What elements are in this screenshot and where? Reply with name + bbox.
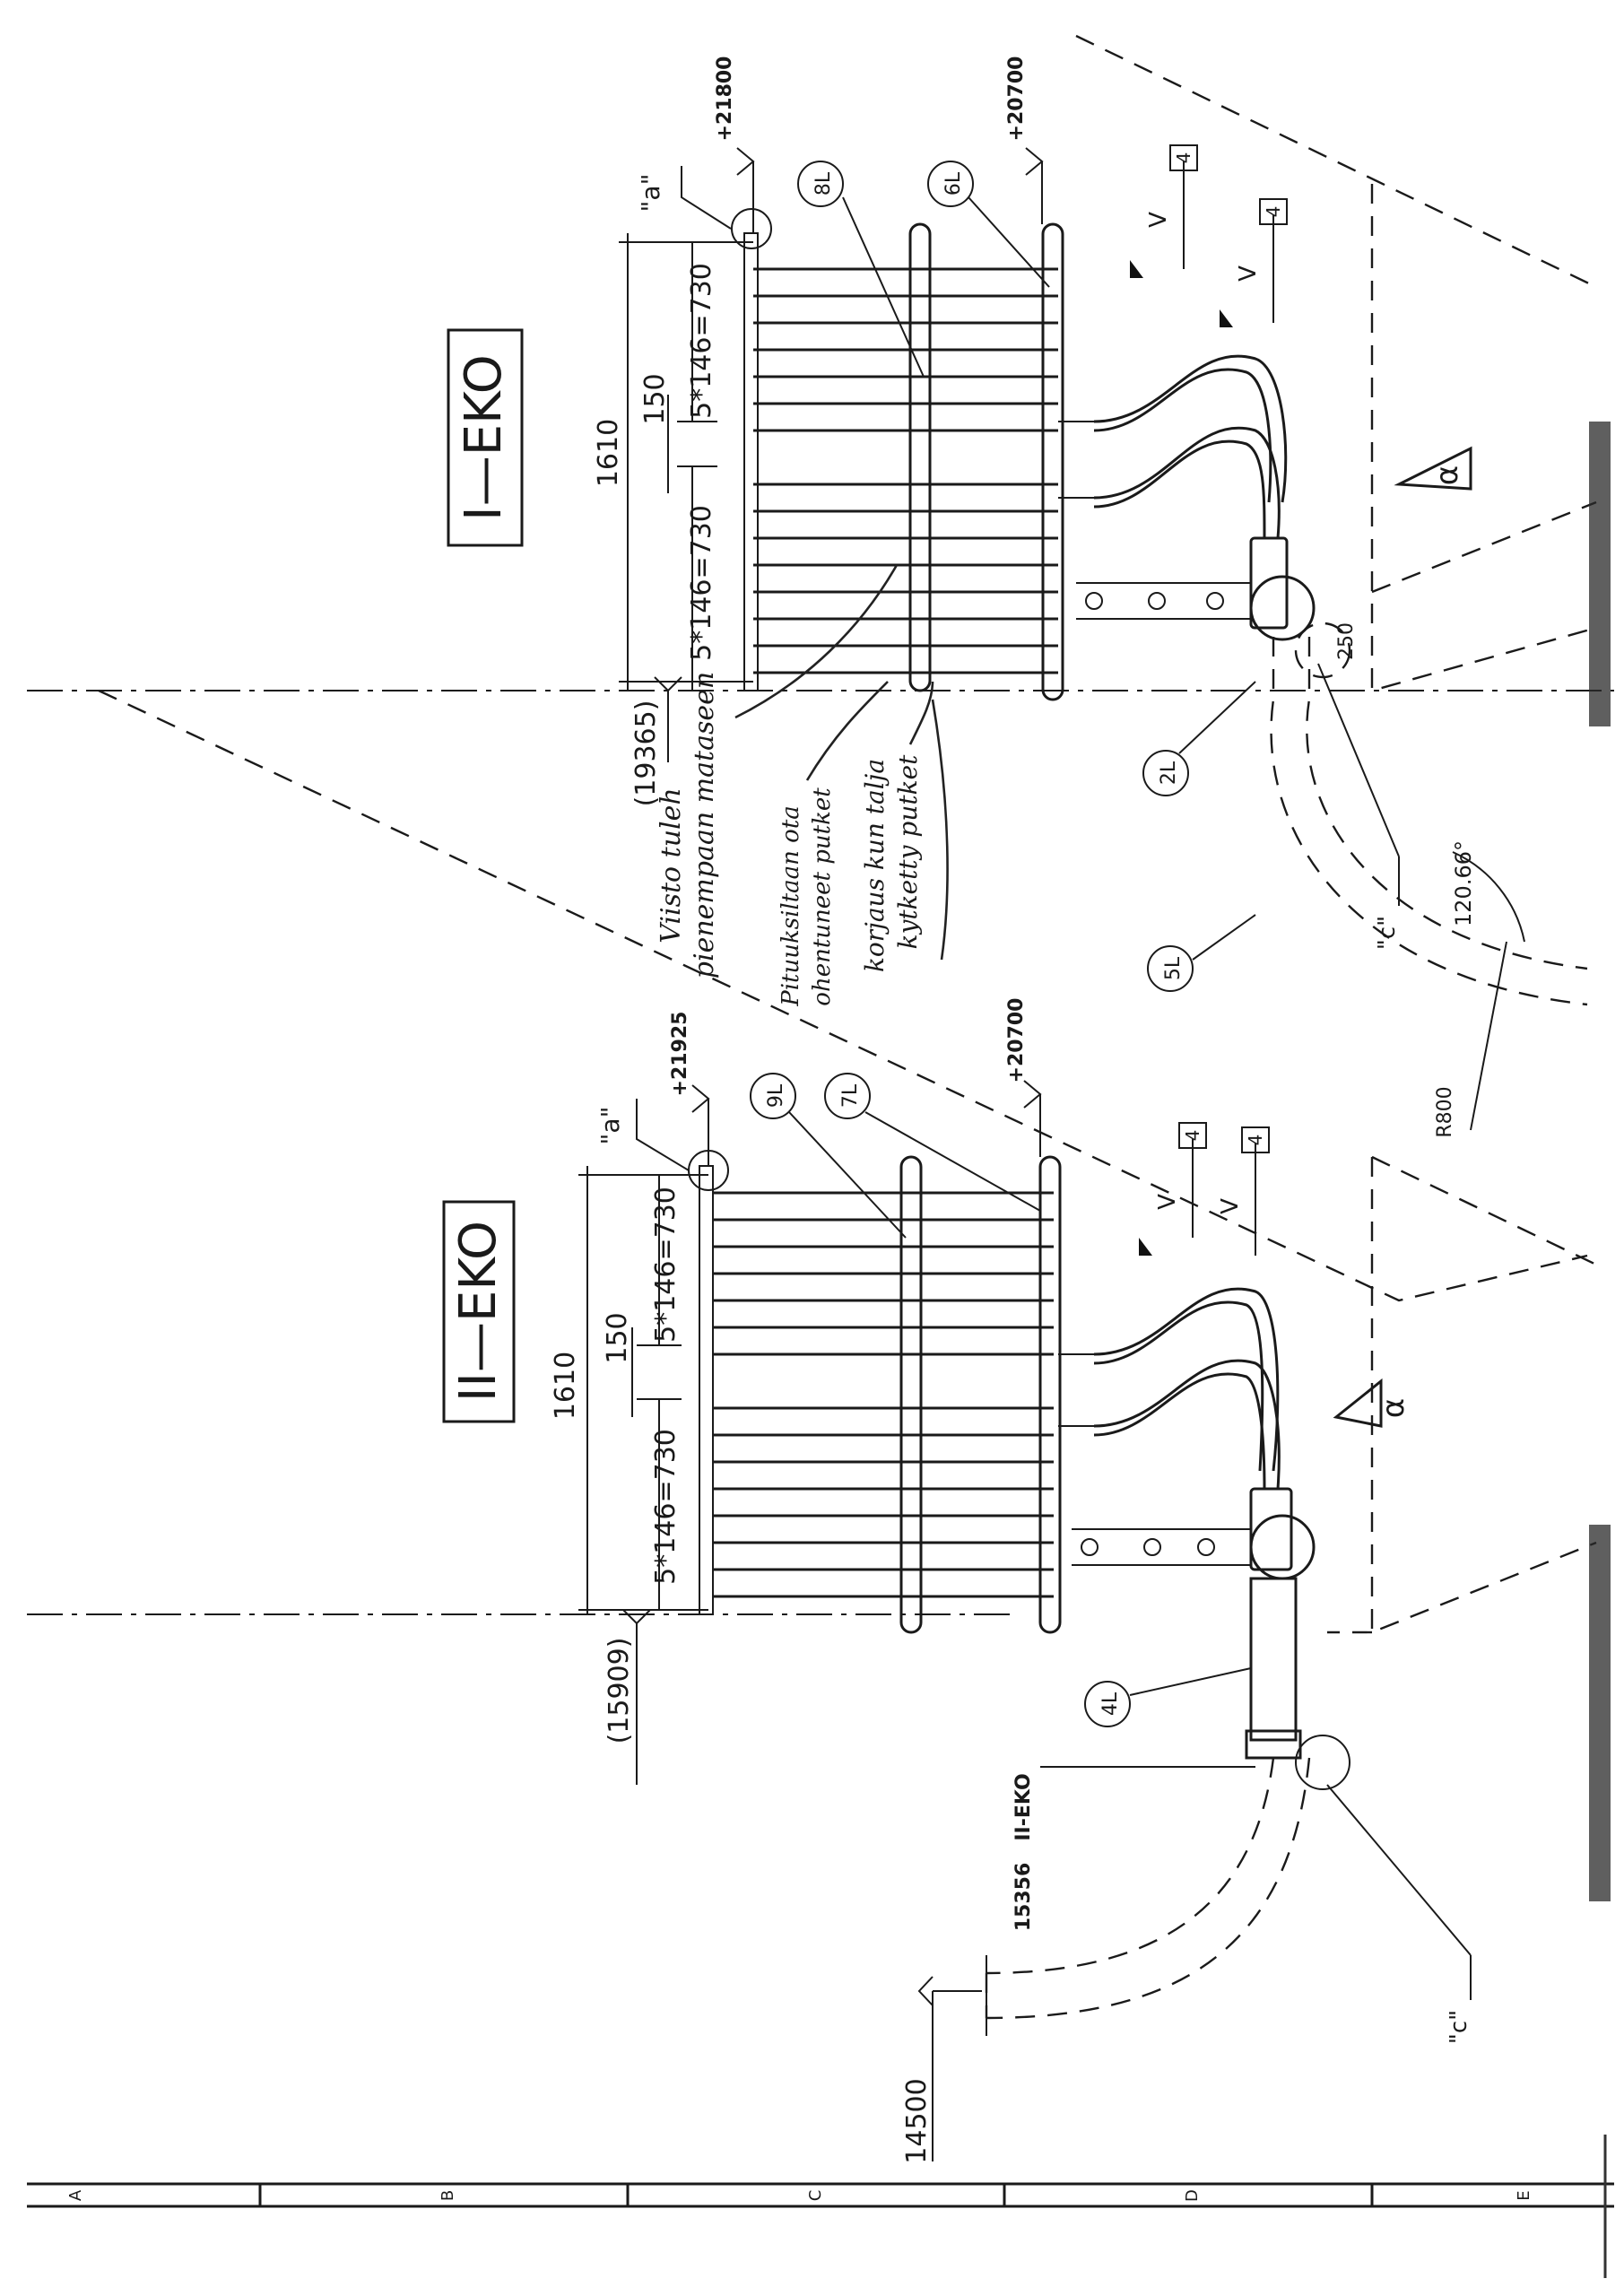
i-eko-slope-label: α <box>1429 465 1465 485</box>
i-eko-weld-mark-1-size: 4 <box>1173 152 1194 164</box>
ii-eko-weld-mark-1-v: V <box>1154 1194 1181 1210</box>
handwritten-note-1-line2: pienempaan mataseen <box>689 672 720 978</box>
handwritten-note-3: korjaus kun talja kytketty putket <box>860 681 949 972</box>
zone-strip: A B C D E <box>27 2182 1614 2208</box>
handwritten-note-1-line1: Viisto tuleh <box>656 787 687 943</box>
i-eko-part-6l-label: 6L <box>942 171 965 196</box>
handwritten-note-3-line2: kytketty putket <box>893 754 923 950</box>
handwritten-note-1: Viisto tuleh pienempaan mataseen <box>656 564 899 978</box>
ii-eko-inlet-pipe <box>985 1577 1350 2036</box>
ii-eko-detail-a-label: "a" <box>595 1107 625 1145</box>
i-eko-view: I—EKO 1610 5*146=730 150 5*146=730 <box>447 57 1588 1138</box>
ii-eko-weld-mark-2-size: 4 <box>1245 1135 1266 1146</box>
handwritten-note-2-line2: ohentuneet putket <box>809 787 836 1006</box>
scan-edge <box>1589 422 1611 2278</box>
i-eko-part-8l-label: 8L <box>812 171 835 196</box>
ii-eko-dim-left: 5*146=730 <box>650 1429 682 1585</box>
i-eko-detail-c: "c" <box>1317 663 1401 950</box>
i-eko-part-8l: 8L <box>797 161 925 378</box>
handwritten-note-2-line1: Pituuksiltaan ota <box>777 805 804 1007</box>
i-eko-elevations: +21800 +20700 (19365) <box>630 57 1044 807</box>
ii-eko-elev-top: +21925 <box>669 1012 691 1097</box>
ii-eko-part-9l-label: 9L <box>765 1083 787 1108</box>
ii-eko-slope-label: α <box>1376 1398 1411 1418</box>
ii-eko-title: II—EKO <box>449 1221 508 1402</box>
ii-eko-elevations: +21925 +20700 (15909) 15356 II-EKO 14500 <box>604 998 1255 2164</box>
i-eko-part-2l-label: 2L <box>1158 761 1180 785</box>
i-eko-part-5l: 5L <box>1147 914 1256 992</box>
handwritten-note-2: Pituuksiltaan ota ohentuneet putket <box>777 681 889 1007</box>
i-eko-tube-bank <box>743 222 1094 701</box>
i-eko-detail-c-label: "c" <box>1374 916 1401 950</box>
ii-eko-detail-c: "c" <box>1326 1784 1472 2044</box>
handwritten-note-3-line1: korjaus kun talja <box>860 759 890 972</box>
ii-eko-riser-pipes <box>1072 1287 1316 1580</box>
i-eko-detail-a-label: "a" <box>636 174 665 213</box>
i-eko-ref-elev: (19365) <box>630 700 662 807</box>
ii-eko-weld-mark-1: V 4 <box>1139 1122 1207 1256</box>
i-eko-title-box <box>447 328 524 547</box>
i-eko-elev-bottom: +20700 <box>1005 57 1028 142</box>
ii-eko-weld-mark-2: V 4 <box>1217 1126 1270 1256</box>
i-eko-dimensions: 1610 5*146=730 150 5*146=730 <box>593 233 753 691</box>
ii-eko-weld-mark-1-size: 4 <box>1182 1130 1203 1142</box>
i-eko-weld-mark-2-size: 4 <box>1263 206 1284 218</box>
ii-eko-inlet-tag: II-EKO <box>1012 1773 1035 1840</box>
i-eko-elev-top: +21800 <box>714 57 736 142</box>
boiler-outline <box>98 34 1597 1634</box>
center-lines <box>27 690 1614 1615</box>
ii-eko-part-4l: 4L <box>1084 1667 1252 1727</box>
ii-eko-part-7l: 7L <box>824 1073 1041 1212</box>
ii-eko-weld-mark-2-v: V <box>1217 1198 1244 1214</box>
handwritten-notes: Viisto tuleh pienempaan mataseen Pituuks… <box>656 564 949 1007</box>
i-eko-clearance: 250 <box>1335 622 1358 660</box>
zone-d: D <box>1183 2189 1202 2202</box>
i-eko-weld-mark-2: V 4 <box>1220 198 1288 327</box>
i-eko-dim-mid: 150 <box>639 373 671 424</box>
i-eko-outlet-bend <box>1270 622 1588 1006</box>
ii-eko-dim-total: 1610 <box>550 1352 581 1420</box>
i-eko-slope-symbol: α <box>1394 446 1472 491</box>
i-eko-part-6l: 6L <box>927 161 1050 288</box>
i-eko-riser-pipes <box>1076 354 1316 641</box>
i-eko-radius: R800 <box>1434 941 1507 1138</box>
ii-eko-detail-c-label: "c" <box>1446 2010 1472 2044</box>
ii-eko-bottom-elev: 14500 <box>901 2078 933 2163</box>
i-eko-weld-mark-1: V 4 <box>1130 144 1198 278</box>
ii-eko-title-box <box>442 1200 516 1423</box>
ii-eko-tube-bank <box>699 1155 1094 1634</box>
ii-eko-dimensions: 1610 5*146=730 150 5*146=730 <box>550 1166 708 1614</box>
i-eko-radius-label: R800 <box>1434 1086 1456 1137</box>
i-eko-part-2l: 2L <box>1142 681 1256 796</box>
i-eko-detail-a: "a" <box>636 166 772 249</box>
ii-eko-view: II—EKO 1610 5*146=730 150 5*146=730 <box>442 998 1472 2164</box>
i-eko-title: I—EKO <box>455 354 513 521</box>
ii-eko-dim-right: 5*146=730 <box>650 1187 682 1343</box>
i-eko-dim-right: 5*146=730 <box>686 263 717 419</box>
i-eko-angle: 120.66° <box>1451 840 1525 943</box>
zone-e: E <box>1515 2190 1533 2200</box>
ii-eko-elev-bottom: +20700 <box>1005 998 1028 1083</box>
ii-eko-ref-elev: (15909) <box>604 1638 635 1744</box>
i-eko-dim-total: 1610 <box>593 419 624 487</box>
zone-b: B <box>439 2190 457 2201</box>
i-eko-weld-mark-2-v: V <box>1235 265 1262 282</box>
i-eko-dim-left: 5*146=730 <box>686 505 717 661</box>
zone-c: C <box>806 2190 825 2202</box>
ii-eko-detail-a: "a" <box>595 1099 729 1191</box>
ii-eko-slope-symbol: α <box>1333 1378 1411 1428</box>
ii-eko-dim-mid: 150 <box>602 1312 633 1363</box>
ii-eko-part-7l-label: 7L <box>839 1083 862 1108</box>
i-eko-angle-label: 120.66° <box>1451 840 1476 926</box>
ii-eko-part-9l: 9L <box>750 1073 907 1239</box>
i-eko-part-5l-label: 5L <box>1162 956 1185 980</box>
zone-a: A <box>66 2189 85 2201</box>
i-eko-weld-mark-1-v: V <box>1145 212 1172 228</box>
ii-eko-inlet-elev: 15356 <box>1012 1863 1035 1932</box>
ii-eko-part-4l-label: 4L <box>1099 1692 1122 1716</box>
